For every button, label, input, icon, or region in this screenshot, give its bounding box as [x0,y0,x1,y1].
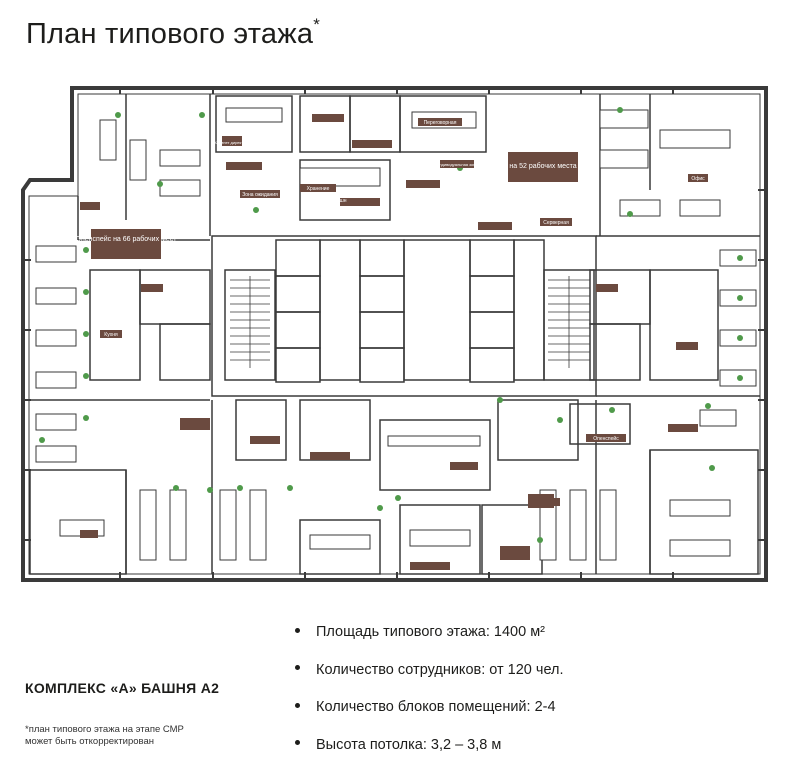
room-waiting-label: Зона ожидания [242,192,278,198]
workstation-clusters [36,108,756,560]
spec-blocks: Количество блоков помещений: 2-4 [295,693,564,731]
bullet-icon [295,740,300,745]
room-storage-label: Хранение [307,186,330,192]
room-reception-label: Зона ресепшн [313,198,346,204]
bullet-icon [295,665,300,670]
bullet-icon [295,703,300,708]
room-openspace-label: Опенспейс [593,435,619,442]
room-cabinet-label: Кабинет директора [214,140,250,145]
footnote-line-1: *план типового этажа на этапе СМР [25,724,184,736]
stairs [230,276,590,368]
room-kitchen-label: Кухня [104,332,118,338]
desks-right [700,250,756,426]
bullet-icon [295,628,300,633]
room-zone-label: Индивидуальная зона [436,162,478,167]
openspace-tag-left [91,229,161,259]
desks-left [36,246,76,462]
desks-top-right [600,110,730,216]
spec-employees: Количество сотрудников: от 120 чел. [295,656,564,694]
room-office-label: Офис [691,176,705,182]
spec-blocks-text: Количество блоков помещений: 2-4 [316,699,556,715]
room-meeting-label: Переговорная [424,120,457,126]
footnote: *план типового этажа на этапе СМР может … [25,724,184,748]
room-server-label: Серверная [543,220,569,226]
openspace-tag-left-text: Опенспейс на 66 рабочих мест [76,235,178,243]
spec-area: Площадь типового этажа: 1400 м² [295,618,564,656]
spec-employees-text: Количество сотрудников: от 120 чел. [316,662,564,678]
meeting-tables [226,108,480,549]
spec-ceiling: Высота потолка: 3,2 – 3,8 м [295,731,564,768]
desks-bottom [60,490,730,560]
spec-area-text: Площадь типового этажа: 1400 м² [316,624,545,640]
spec-ceiling-text: Высота потолка: 3,2 – 3,8 м [316,737,501,753]
specs-list: Площадь типового этажа: 1400 м² Количест… [295,618,564,768]
footnote-line-2: может быть откорректирован [25,736,184,748]
desks-top-left [100,120,200,196]
floor-plan: Опенспейс на 66 рабочих мест на 52 рабоч… [0,0,803,600]
openspace-tag-right-text: на 52 рабочих места [509,162,576,170]
complex-name: КОМПЛЕКС «А» БАШНЯ А2 [25,680,219,696]
